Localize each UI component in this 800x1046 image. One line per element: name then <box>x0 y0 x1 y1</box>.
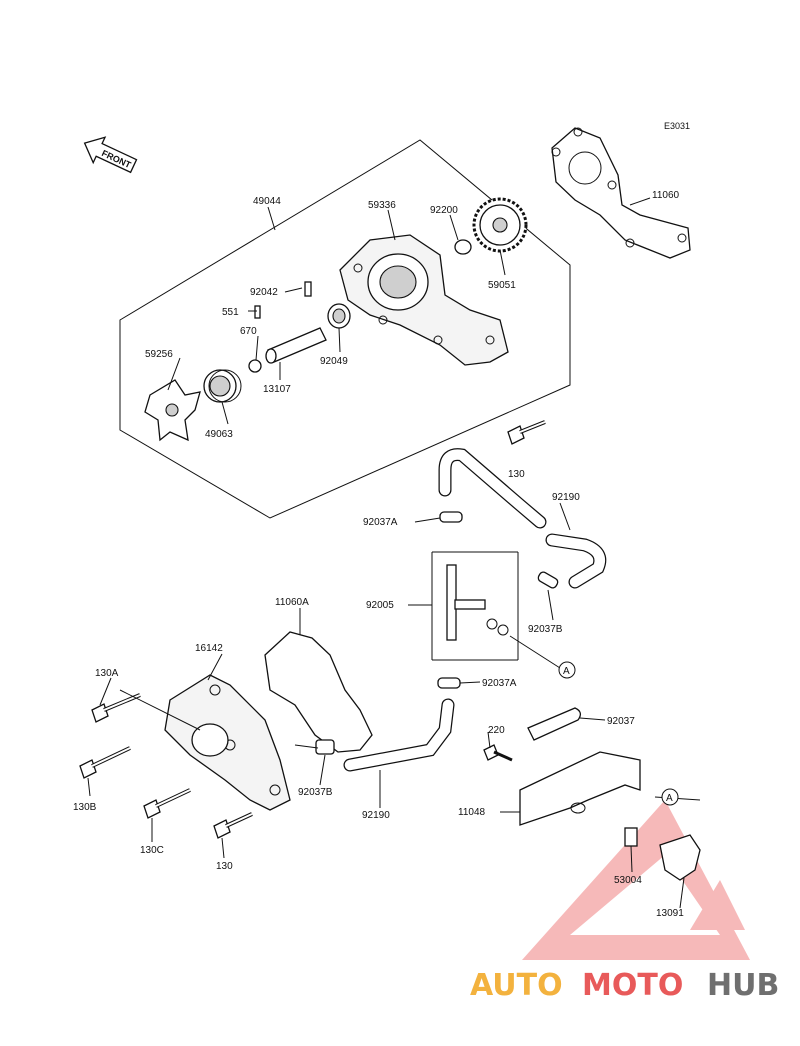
label-92037B-left: 92037B <box>298 787 333 798</box>
watermark-auto: AUTO <box>470 968 563 1003</box>
label-49044: 49044 <box>253 196 281 207</box>
gear-59051-icon <box>472 197 528 253</box>
label-53004: 53004 <box>614 875 642 886</box>
bolt-130A <box>91 693 141 723</box>
label-59256: 59256 <box>145 349 173 360</box>
label-92037A-bottom: 92037A <box>482 678 517 689</box>
clamp-92037A-top <box>439 511 463 523</box>
pin-92042 <box>304 281 312 297</box>
watermark-text: AUTO MOTO HUB <box>470 968 779 1003</box>
label-11048: 11048 <box>458 807 486 818</box>
bolt-130-bottom <box>213 812 253 839</box>
leader-lines <box>87 197 701 909</box>
label-11060A: 11060A <box>275 597 309 608</box>
label-11060: 11060 <box>652 190 680 201</box>
bolt-220 <box>483 744 513 762</box>
gasket-11060 <box>551 127 691 259</box>
bracket-11048 <box>519 751 641 826</box>
guide-13091 <box>659 834 701 881</box>
part-labels: 49044 59336 92200 11060 59051 92042 551 … <box>73 190 684 919</box>
gasket-11060A <box>264 631 373 753</box>
label-92200: 92200 <box>430 205 458 216</box>
label-130A: 130A <box>95 668 119 679</box>
label-130-top: 130 <box>508 469 525 480</box>
water-pump-assembly-frame <box>119 139 571 519</box>
label-92037: 92037 <box>607 716 635 727</box>
label-670: 670 <box>240 326 257 337</box>
bolt-130-top <box>507 420 546 445</box>
washer-92200 <box>454 239 472 255</box>
front-arrow-icon: FRONT <box>83 136 138 174</box>
label-13107: 13107 <box>263 384 291 395</box>
pump-cover-16142 <box>164 674 291 811</box>
label-92049: 92049 <box>320 356 348 367</box>
pin-551 <box>254 305 261 319</box>
label-49063: 49063 <box>205 429 233 440</box>
clamp-92037B-right <box>537 571 559 589</box>
label-92190-bottom: 92190 <box>362 810 390 821</box>
callout-a-lower: A <box>661 788 679 806</box>
impeller-59256-icon <box>144 379 201 442</box>
label-92005: 92005 <box>366 600 394 611</box>
label-130C: 130C <box>140 845 164 856</box>
label-16142: 16142 <box>195 643 223 654</box>
label-59336: 59336 <box>368 200 396 211</box>
watermark-hub: HUB <box>707 968 779 1003</box>
svg-text:A: A <box>563 666 570 677</box>
label-92190-top: 92190 <box>552 492 580 503</box>
bolt-130B <box>79 746 131 779</box>
diagram-code: E3031 <box>664 121 690 131</box>
mechanical-seal-49063 <box>203 369 242 403</box>
fitting-92005 <box>431 551 519 661</box>
svg-text:A: A <box>666 793 673 804</box>
clamp-92037A-bottom <box>437 677 461 689</box>
label-92042: 92042 <box>250 287 278 298</box>
clip-53004 <box>624 827 638 847</box>
label-130B: 130B <box>73 802 97 813</box>
label-130-bottom: 130 <box>216 861 233 872</box>
bolt-130C <box>143 788 191 819</box>
watermark-logo <box>522 800 750 960</box>
shaft-13107 <box>265 327 327 364</box>
label-92037B-right: 92037B <box>528 624 563 635</box>
pump-housing-59336 <box>339 234 509 366</box>
o-ring-670 <box>248 359 262 373</box>
label-92037A-top: 92037A <box>363 517 398 528</box>
callout-a-upper: A <box>558 661 576 679</box>
strap-92037 <box>527 707 582 741</box>
label-59051: 59051 <box>488 280 516 291</box>
label-220: 220 <box>488 725 505 736</box>
label-13091: 13091 <box>656 908 684 919</box>
watermark-moto: MOTO <box>582 968 683 1003</box>
label-551: 551 <box>222 307 239 318</box>
clamp-92037B-left <box>315 739 335 755</box>
